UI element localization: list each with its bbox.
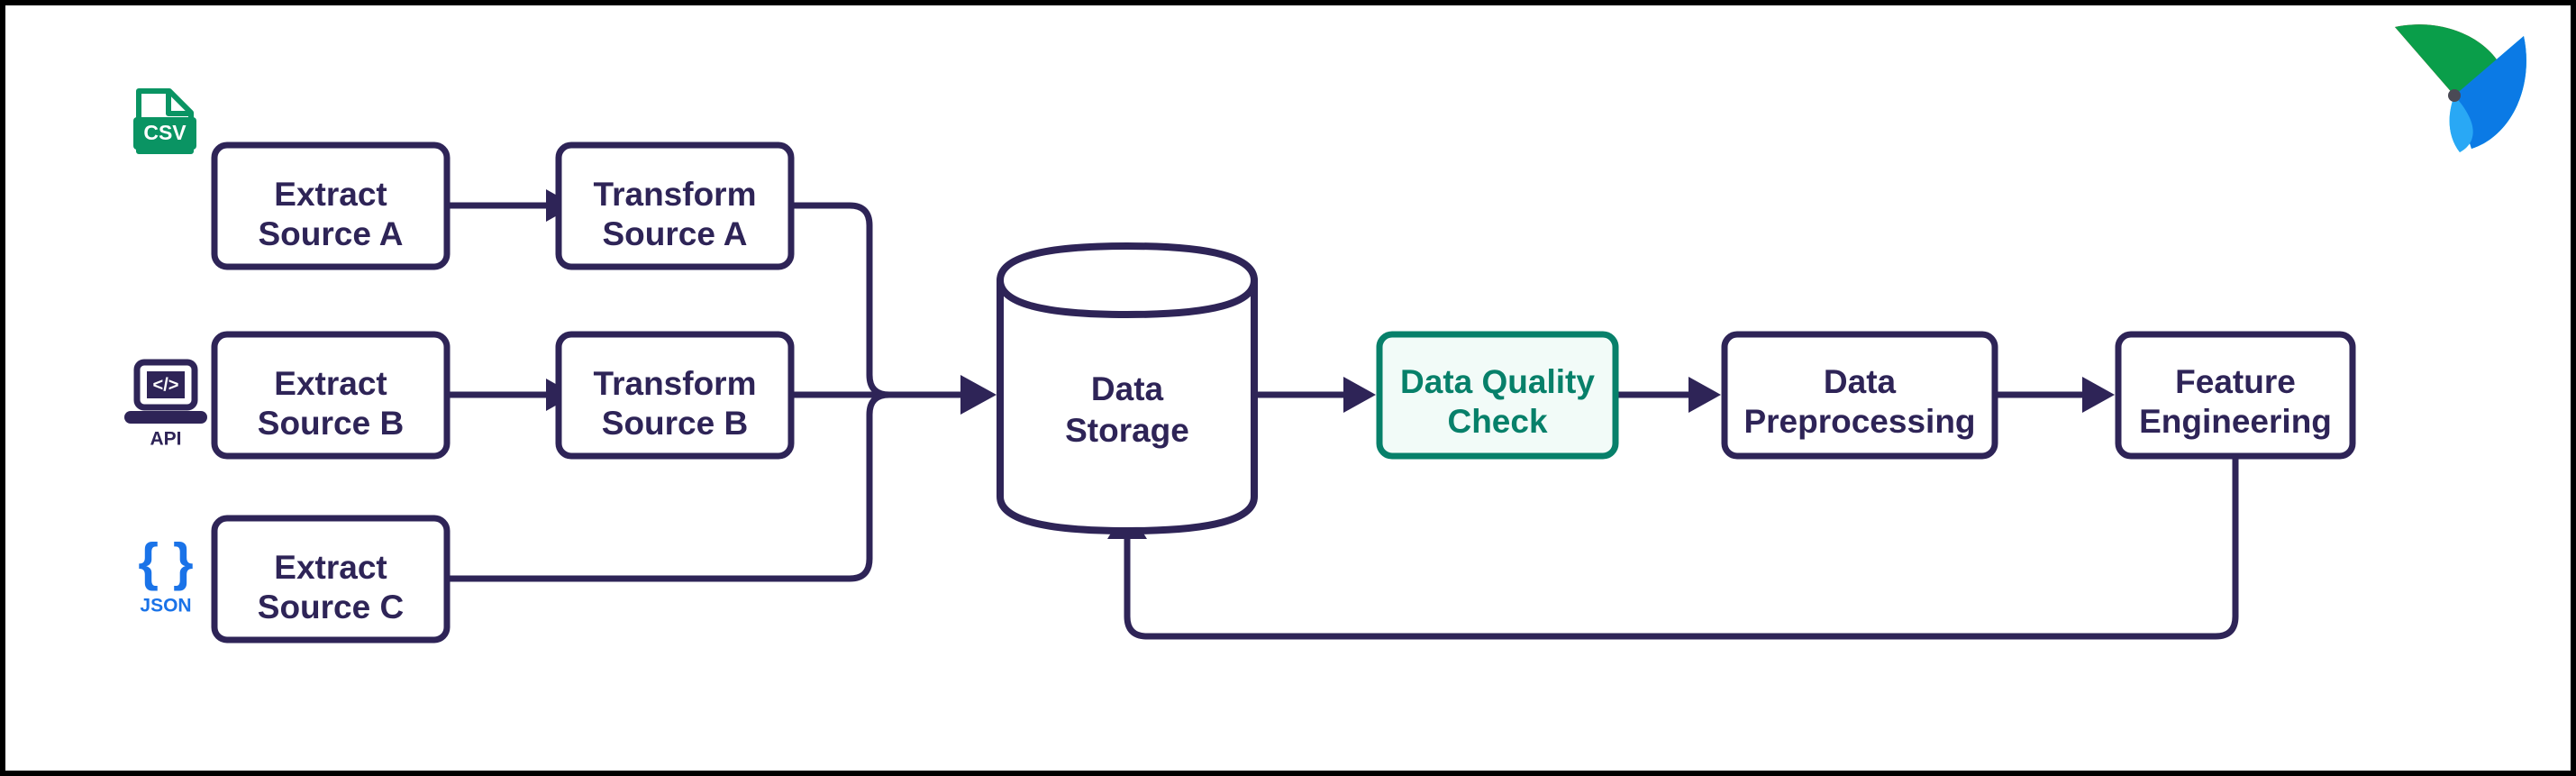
node-extract-source-c-line1: Extract xyxy=(274,549,387,586)
connector-feedback-to-storage xyxy=(1107,456,2239,640)
json-brace-glyph: { } xyxy=(138,533,193,591)
node-data-preprocessing-line1: Data xyxy=(1824,363,1897,400)
node-transform-source-a-line1: Transform xyxy=(594,176,757,213)
connector-preprocessing-to-feature-engineering xyxy=(1997,377,2115,413)
node-extract-source-b[interactable]: Extract Source B xyxy=(211,331,451,460)
apache-airflow-pinwheel-logo xyxy=(2395,24,2526,152)
connector-transform-a-to-storage xyxy=(791,202,960,398)
node-data-preprocessing-line2: Preprocessing xyxy=(1743,403,1975,440)
arrow-into-storage xyxy=(960,375,997,415)
node-feature-engineering[interactable]: Feature Engineering xyxy=(2115,331,2356,460)
node-extract-source-a-line2: Source A xyxy=(258,215,403,252)
node-feature-engineering-line1: Feature xyxy=(2175,363,2296,400)
connector-extract-c-to-storage xyxy=(447,391,960,582)
node-transform-source-a-line2: Source A xyxy=(602,215,747,252)
node-data-preprocessing[interactable]: Data Preprocessing xyxy=(1721,331,1998,460)
node-data-storage-line1: Data xyxy=(1091,370,1164,407)
node-data-storage[interactable]: Data Storage xyxy=(997,242,1258,535)
node-data-quality-check[interactable]: Data Quality Check xyxy=(1376,331,1619,460)
node-extract-source-b-line1: Extract xyxy=(274,365,387,402)
api-icon-label: API xyxy=(150,429,181,450)
node-data-quality-check-line2: Check xyxy=(1447,403,1547,440)
connector-storage-to-quality-check xyxy=(1258,377,1376,413)
node-transform-source-a[interactable]: Transform Source A xyxy=(555,142,795,270)
node-extract-source-c[interactable]: Extract Source C xyxy=(211,515,451,644)
node-data-storage-line2: Storage xyxy=(1065,412,1189,449)
json-icon-label: JSON xyxy=(140,596,191,616)
node-transform-source-b[interactable]: Transform Source B xyxy=(555,331,795,460)
api-code-glyph: </> xyxy=(153,375,179,395)
csv-icon-label: CSV xyxy=(143,121,187,144)
node-data-quality-check-line1: Data Quality xyxy=(1400,363,1595,400)
node-feature-engineering-line2: Engineering xyxy=(2139,403,2332,440)
node-extract-source-c-line2: Source C xyxy=(258,589,404,625)
node-transform-source-b-line2: Source B xyxy=(602,405,748,442)
csv-file-icon: CSV xyxy=(133,88,196,154)
node-extract-source-a[interactable]: Extract Source A xyxy=(211,142,451,270)
connector-quality-check-to-preprocessing xyxy=(1617,377,1721,413)
json-braces-icon: { } JSON xyxy=(138,533,193,616)
node-extract-source-b-line2: Source B xyxy=(258,405,404,442)
node-extract-source-a-line1: Extract xyxy=(274,176,387,213)
node-transform-source-b-line1: Transform xyxy=(594,365,757,402)
diagram-canvas: CSV </> API { } JSON Extract Source A Tr… xyxy=(124,24,2526,644)
api-laptop-icon: </> API xyxy=(124,359,207,450)
